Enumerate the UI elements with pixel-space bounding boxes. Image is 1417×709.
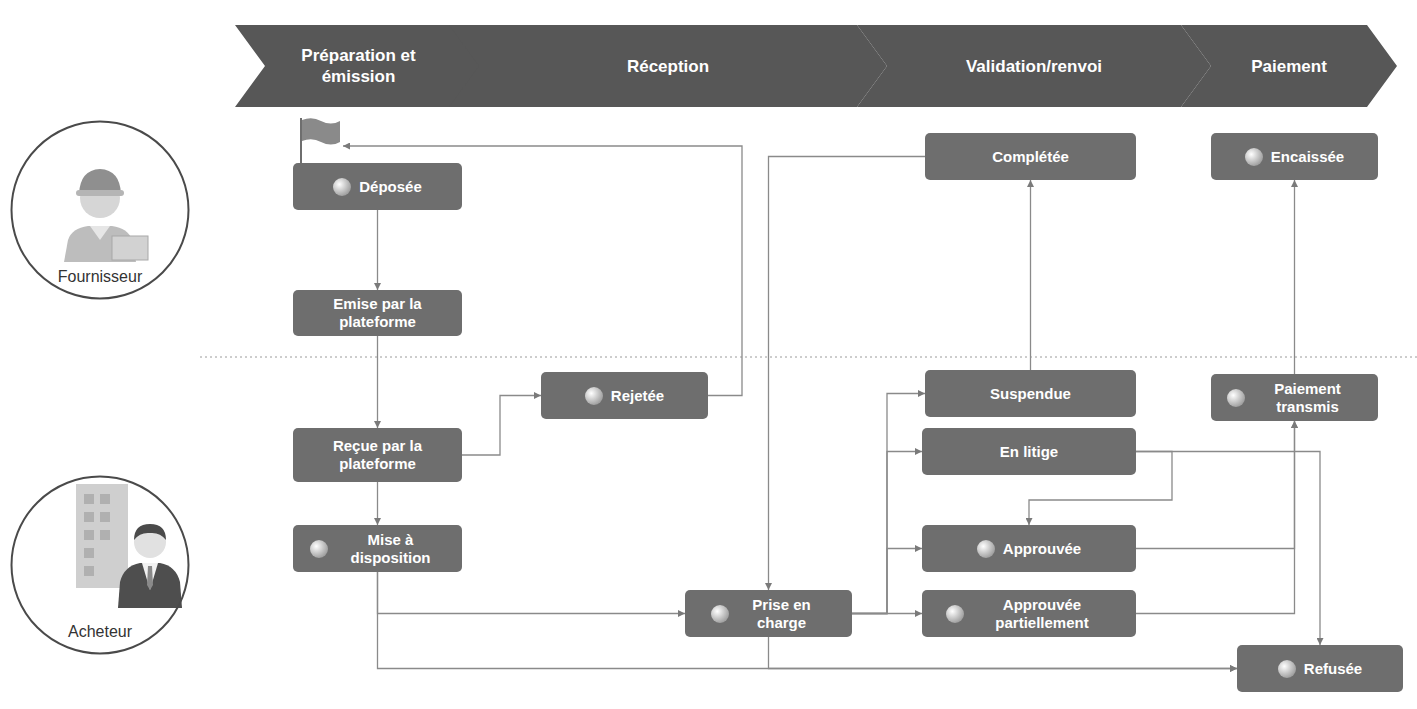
status-box: Approuvée xyxy=(922,525,1136,572)
node-label: Fournisseur xyxy=(58,268,142,286)
status-box: Refusée xyxy=(1237,645,1403,692)
flag-symbol xyxy=(301,118,340,163)
node-label: Réception xyxy=(627,56,709,77)
flow-arrow xyxy=(769,157,926,591)
node-label: Suspendue xyxy=(990,385,1071,403)
status-box: Encaissée xyxy=(1211,133,1378,180)
status-box: Déposée xyxy=(293,163,462,210)
flow-arrow xyxy=(1136,421,1295,549)
node-label: Paiement transmis xyxy=(1253,380,1363,416)
status-box: Prise en charge xyxy=(685,590,852,637)
status-dot xyxy=(585,387,603,405)
status-dot xyxy=(333,178,351,196)
lane-divider xyxy=(200,357,1417,358)
flow-arrow xyxy=(377,482,378,525)
flow-arrow xyxy=(852,394,925,614)
flow-arrow xyxy=(377,336,378,428)
flow-arrow xyxy=(852,613,922,614)
flow-arrow xyxy=(378,572,1238,669)
node-label: En litige xyxy=(1000,443,1058,461)
flow-arrow xyxy=(852,452,922,614)
flow-arrow xyxy=(1030,180,1031,370)
node-label: Emise par la plateforme xyxy=(303,295,452,331)
actor-circle: Fournisseur xyxy=(10,120,190,300)
flow-arrow xyxy=(343,146,742,396)
flow-arrow xyxy=(462,396,541,456)
status-dot xyxy=(977,540,995,558)
flow-arrow xyxy=(769,637,1238,669)
actor-circle: Acheteur xyxy=(10,475,190,655)
status-dot xyxy=(711,605,729,623)
status-dot xyxy=(1278,660,1296,678)
node-label: Complétée xyxy=(992,148,1069,166)
status-box: Mise à disposition xyxy=(293,525,462,572)
node-label: Prise en charge xyxy=(737,596,827,632)
buyer-icon xyxy=(76,484,182,608)
node-label: Validation/renvoi xyxy=(966,56,1102,77)
flow-arrow xyxy=(852,549,922,614)
status-box: Complétée xyxy=(925,133,1136,180)
phase-chevron: Préparation et émission xyxy=(235,25,482,107)
status-dot xyxy=(1245,148,1263,166)
node-label: Approuvée xyxy=(1003,540,1081,558)
status-dot xyxy=(946,605,964,623)
flow-arrow xyxy=(378,572,686,614)
node-label: Déposée xyxy=(359,178,422,196)
status-box: Approuvée partiellement xyxy=(922,590,1136,637)
node-label: Mise à disposition xyxy=(336,531,446,567)
phase-chevron: Paiement xyxy=(1181,25,1397,107)
node-label: Refusée xyxy=(1304,660,1362,678)
status-box: Emise par la plateforme xyxy=(293,290,462,336)
status-dot xyxy=(310,540,328,558)
status-box: Reçue par la plateforme xyxy=(293,428,462,482)
status-box: Rejetée xyxy=(541,372,708,419)
chevron-shape xyxy=(235,25,482,107)
node-label: Encaissée xyxy=(1271,148,1344,166)
flow-arrow xyxy=(377,210,378,290)
node-label: Rejetée xyxy=(611,387,664,405)
node-label: Approuvée partiellement xyxy=(972,596,1112,632)
phase-chevron: Réception xyxy=(449,25,887,107)
node-label: Reçue par la plateforme xyxy=(308,437,448,473)
status-box: Suspendue xyxy=(925,370,1136,417)
flow-arrow xyxy=(1294,180,1295,374)
status-box: Paiement transmis xyxy=(1211,374,1378,421)
phase-chevron: Validation/renvoi xyxy=(857,25,1211,107)
status-box: En litige xyxy=(922,428,1136,475)
status-dot xyxy=(1227,389,1245,407)
flow-arrow xyxy=(1136,421,1295,614)
supplier-icon xyxy=(64,169,148,262)
node-label: Préparation et émission xyxy=(274,45,444,87)
node-label: Paiement xyxy=(1251,56,1327,77)
node-label: Acheteur xyxy=(68,623,132,641)
